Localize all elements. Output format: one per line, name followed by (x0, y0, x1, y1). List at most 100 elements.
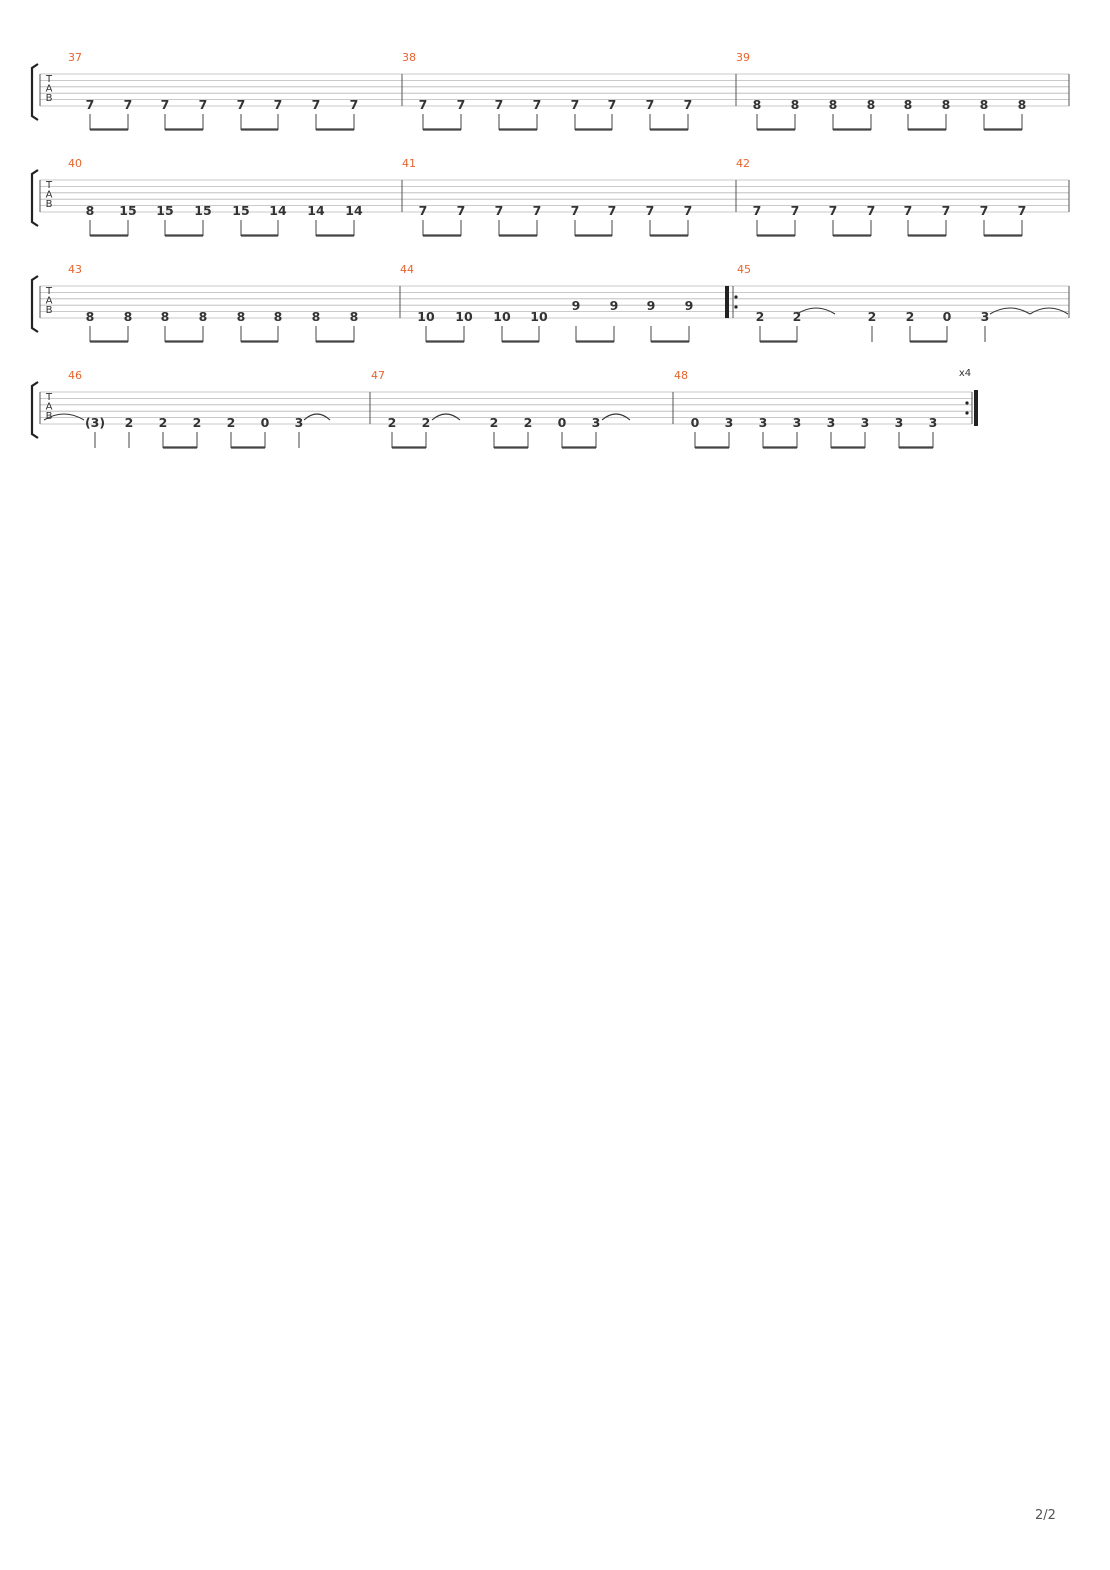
tab-note: 9 (685, 298, 694, 313)
measure-number: 40 (68, 157, 82, 170)
tab-note: 8 (791, 97, 800, 112)
tab-clef-letter: B (46, 93, 53, 104)
tab-note: 7 (533, 97, 542, 112)
tab-note: 9 (572, 298, 581, 313)
tab-note: 2 (906, 309, 915, 324)
measure-number: 42 (736, 157, 750, 170)
tab-clef-letter: A (46, 84, 53, 95)
tab-note: 7 (124, 97, 133, 112)
tab-note: 8 (124, 309, 133, 324)
tab-note: 7 (867, 203, 876, 218)
tab-note: 7 (791, 203, 800, 218)
tie (43, 413, 85, 421)
tab-clef-letter: A (46, 402, 53, 413)
tab-note: 2 (422, 415, 431, 430)
tab-note: 8 (86, 309, 95, 324)
tab-clef-letter: T (45, 392, 53, 403)
tab-note: 7 (942, 203, 951, 218)
tab-note: 8 (274, 309, 283, 324)
tab-note: 7 (312, 97, 321, 112)
system-bracket (30, 169, 39, 227)
tab-note: 0 (261, 415, 270, 430)
tie (796, 307, 836, 315)
system-bracket (30, 381, 39, 439)
page-number: 2/2 (1035, 1508, 1056, 1523)
tab-note: 0 (558, 415, 567, 430)
tab-note: 7 (199, 97, 208, 112)
tab-note: 2 (125, 415, 134, 430)
tab-note: 0 (943, 309, 952, 324)
tab-note: 3 (759, 415, 768, 430)
tab-note: 9 (647, 298, 656, 313)
tab-note: 10 (530, 309, 548, 324)
tab-note: 10 (417, 309, 435, 324)
tab-note: 2 (388, 415, 397, 430)
tie (1029, 307, 1069, 315)
tab-note: 8 (904, 97, 913, 112)
tab-note: 14 (269, 203, 287, 218)
tab-clef-letter: A (46, 190, 53, 201)
measure-number: 39 (736, 51, 750, 64)
tab-note: 7 (684, 203, 693, 218)
tab-note: 7 (1018, 203, 1027, 218)
tab-note: 3 (861, 415, 870, 430)
tab-note: 2 (193, 415, 202, 430)
tab-note: 3 (592, 415, 601, 430)
measure-number: 37 (68, 51, 82, 64)
tab-note: 2 (227, 415, 236, 430)
tab-note: 7 (684, 97, 693, 112)
tab-note: 7 (495, 203, 504, 218)
tab-note: 7 (350, 97, 359, 112)
tie (601, 413, 631, 421)
tab-note: 7 (571, 203, 580, 218)
tab-note: 7 (829, 203, 838, 218)
tab-note: 8 (350, 309, 359, 324)
tab-note: 3 (929, 415, 938, 430)
measure-number: 46 (68, 369, 82, 382)
tab-note: 8 (867, 97, 876, 112)
repeat-count: x4 (959, 368, 971, 379)
tab-note: 2 (524, 415, 533, 430)
tab-note: 7 (161, 97, 170, 112)
tab-note: 2 (490, 415, 499, 430)
system-bracket (30, 63, 39, 121)
tab-note: 2 (159, 415, 168, 430)
tab-note: 7 (419, 203, 428, 218)
tab-note: 7 (753, 203, 762, 218)
tab-clef-letter: A (46, 296, 53, 307)
tab-clef-letter: B (46, 199, 53, 210)
measure-number: 41 (402, 157, 416, 170)
repeat-dot (734, 295, 738, 299)
tab-note: 8 (161, 309, 170, 324)
tab-note: 7 (646, 97, 655, 112)
tab-note: 2 (793, 309, 802, 324)
tab-note: 0 (691, 415, 700, 430)
tab-note: 10 (493, 309, 511, 324)
tab-note: 3 (725, 415, 734, 430)
repeat-dot (734, 305, 738, 309)
tab-note: 8 (86, 203, 95, 218)
tab-clef-letter: T (45, 180, 53, 191)
tab-note: 7 (86, 97, 95, 112)
tab-note: 7 (495, 97, 504, 112)
tab-note: 8 (753, 97, 762, 112)
tab-note: 3 (981, 309, 990, 324)
tab-clef-letter: B (46, 411, 53, 422)
tab-note: (3) (85, 415, 105, 430)
tab-note: 7 (457, 203, 466, 218)
repeat-dot (965, 411, 969, 415)
tie (989, 307, 1031, 315)
measure-number: 44 (400, 263, 414, 276)
measure-number: 45 (737, 263, 751, 276)
tab-note: 3 (295, 415, 304, 430)
tab-note: 10 (455, 309, 473, 324)
tab-note: 7 (980, 203, 989, 218)
tab-note: 2 (756, 309, 765, 324)
tab-note: 3 (895, 415, 904, 430)
tab-note: 14 (307, 203, 325, 218)
tab-note: 8 (980, 97, 989, 112)
tab-note: 8 (1018, 97, 1027, 112)
tab-clef-letter: B (46, 305, 53, 316)
tab-note: 7 (419, 97, 428, 112)
